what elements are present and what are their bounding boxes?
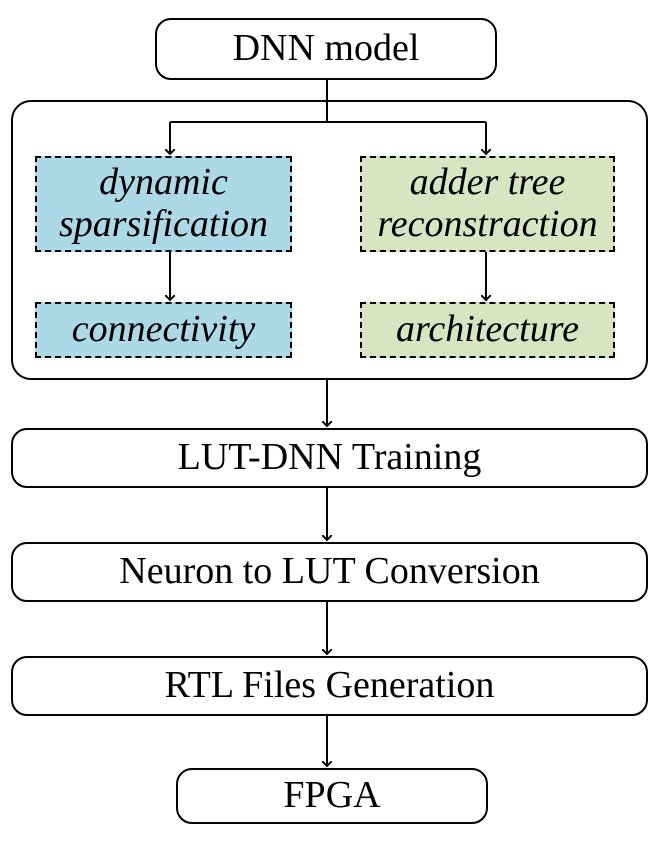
neuron-to-lut-conversion-box: Neuron to LUT Conversion [11, 542, 648, 602]
lut-dnn-training-label: LUT-DNN Training [177, 436, 482, 479]
adder-tree-line-1: adder tree [409, 161, 566, 204]
fpga-box: FPGA [176, 768, 488, 824]
rtl-files-generation-label: RTL Files Generation [164, 664, 495, 707]
dynamic-sparsification-box: dynamic sparsification [35, 156, 292, 252]
neuron-to-lut-conversion-label: Neuron to LUT Conversion [119, 550, 540, 593]
connectivity-box: connectivity [35, 302, 292, 358]
dynamic-sparsification-line-1: dynamic [99, 161, 228, 204]
fpga-label: FPGA [283, 774, 381, 817]
adder-tree-reconstraction-box: adder tree reconstraction [360, 156, 615, 252]
dnn-model-label: DNN model [232, 27, 420, 70]
architecture-label: architecture [396, 308, 579, 351]
adder-tree-line-2: reconstraction [377, 203, 598, 245]
lut-dnn-training-box: LUT-DNN Training [11, 428, 648, 488]
architecture-box: architecture [360, 302, 615, 358]
connectivity-label: connectivity [71, 308, 256, 351]
sparsity-group-frame [11, 100, 648, 380]
dnn-model-box: DNN model [155, 18, 497, 80]
rtl-files-generation-box: RTL Files Generation [11, 656, 648, 716]
dynamic-sparsification-line-2: sparsification [58, 203, 269, 245]
